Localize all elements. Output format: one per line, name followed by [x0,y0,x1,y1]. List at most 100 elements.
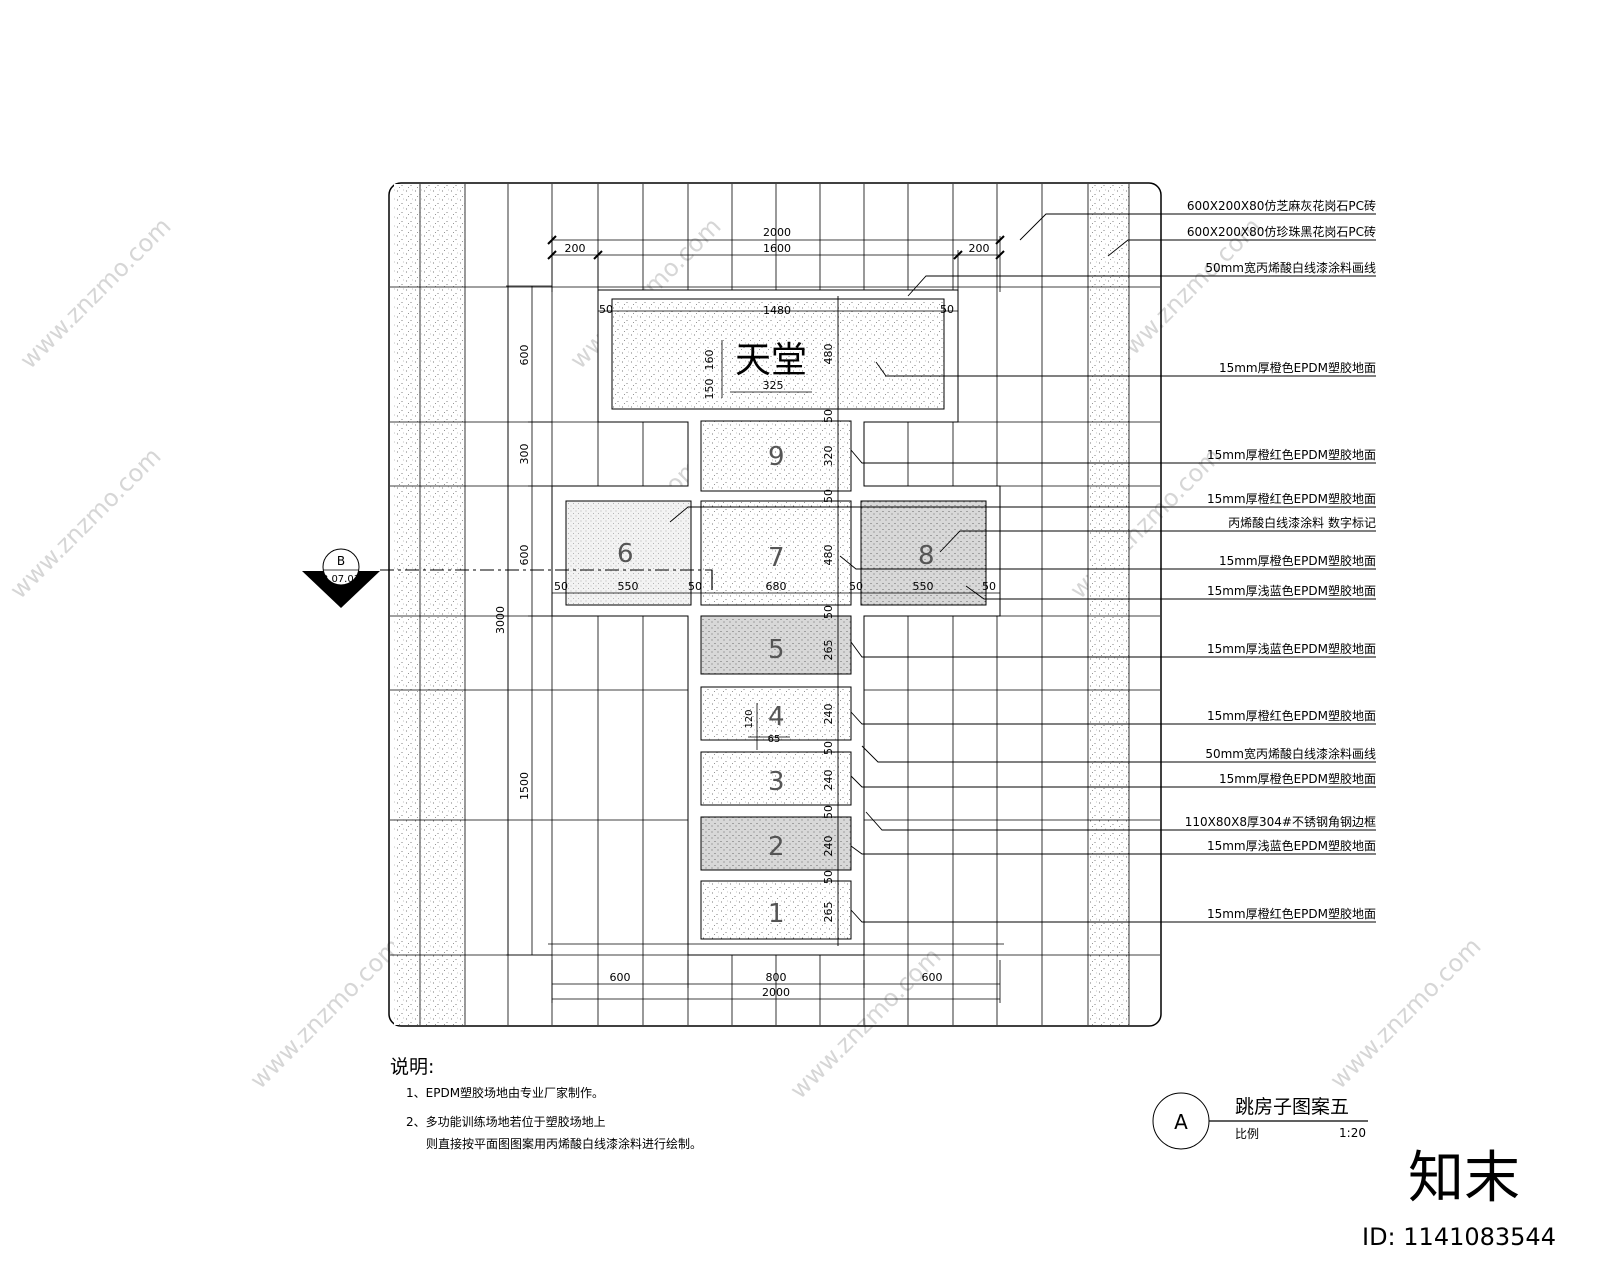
top-dimension-lines [548,236,1004,945]
dim-text-h2: 150 [703,379,716,400]
dim-small-120: 120 [744,709,755,728]
dim-left-300: 300 [518,444,531,465]
label-leader [875,361,1376,377]
dim-bot-right: 600 [922,971,943,984]
dim-head-h: 480 [822,344,835,365]
material-labels: 600X200X80仿芝麻灰花岗石PC砖 600X200X80仿珍珠黑花岗石PC… [1185,198,1376,921]
label-leader [907,275,1376,297]
box-3 [700,751,852,806]
label-light-blue-8: 15mm厚浅蓝色EPDM塑胶地面 [1207,583,1376,598]
box-7 [700,500,852,606]
notes-line-3: 则直接按平面图图案用丙烯酸白线漆涂料进行绘制。 [426,1136,702,1151]
label-orange-red-6: 15mm厚橙红色EPDM塑胶地面 [1207,491,1376,506]
watermark-site: www.znzmo.com [14,212,176,374]
box-8-number: 8 [918,541,935,571]
box-6 [565,500,692,606]
dim-gap-b: 50 [822,489,835,503]
dim-box2-h: 240 [822,836,835,857]
dim-mid-7: 50 [982,580,996,593]
dim-left-600b: 600 [518,545,531,566]
box-5-number: 5 [768,635,785,665]
dim-top-total: 2000 [763,226,791,239]
dim-left-3000: 3000 [494,606,507,634]
watermark-site: www.znzmo.com [244,932,406,1094]
dim-gap-e: 50 [822,805,835,819]
dim-small-65: 65 [768,734,781,745]
label-leader [839,555,1376,570]
label-leader [861,745,1376,763]
label-leader [965,585,1376,600]
label-leader [850,845,1376,855]
dim-box4-h: 240 [822,704,835,725]
notes-line-1: 1、EPDM塑胶场地由专业厂家制作。 [406,1085,604,1100]
dim-top-right: 200 [969,242,990,255]
dim-left-600a: 600 [518,345,531,366]
label-leader [850,775,1376,788]
box-1-number: 1 [768,899,785,929]
dim-mid-4: 680 [766,580,787,593]
dim-head-right: 50 [940,303,954,316]
dim-mid-5: 50 [849,580,863,593]
dim-top-mid: 1600 [763,242,791,255]
dim-gap-c: 50 [822,605,835,619]
notes-line-2: 2、多功能训练场地若位于塑胶场地上 [406,1114,606,1129]
title-text: 跳房子图案五 [1235,1096,1349,1118]
dim-mid-6: 550 [913,580,934,593]
label-leader [939,530,1376,553]
box-9-number: 9 [768,442,785,472]
notes-title: 说明: [390,1056,434,1078]
box-1 [700,880,852,940]
dim-bot-total: 2000 [762,986,790,999]
dim-top-left: 200 [565,242,586,255]
label-steel-frame: 110X80X8厚304#不锈钢角钢边框 [1185,815,1376,829]
label-orange-red-1: 15mm厚橙红色EPDM塑胶地面 [1207,906,1376,921]
watermark-site: www.znzmo.com [784,942,946,1104]
dim-bot-left: 600 [610,971,631,984]
box-6-number: 6 [617,539,634,569]
dim-left-1500: 1500 [518,772,531,800]
text-size-dim-lines [721,340,812,398]
label-leader [865,811,1376,831]
heaven-text: 天堂 [735,340,807,381]
dark-granite-strip-left [394,184,420,1025]
dim-box5-h: 265 [822,640,835,661]
dim-mid-3: 50 [688,580,702,593]
section-marker-ref: 3.07.03 [322,574,360,585]
label-leader [850,909,1376,923]
dim-text-w: 325 [763,379,784,392]
box-3-number: 3 [768,767,785,797]
box-4 [700,686,852,741]
section-marker-arrow [302,571,380,608]
label-granite-sesame: 600X200X80仿芝麻灰花岗石PC砖 [1187,198,1376,213]
label-orange-red-9: 15mm厚橙红色EPDM塑胶地面 [1207,447,1376,462]
label-orange-heaven: 15mm厚橙色EPDM塑胶地面 [1219,360,1376,375]
label-granite-pearl-black: 600X200X80仿珍珠黑花岗石PC砖 [1187,224,1376,239]
dark-granite-strip-right [1088,184,1129,1025]
box-2-number: 2 [768,832,785,862]
dim-mid-1: 50 [554,580,568,593]
number-size-dim-lines [748,703,790,750]
box-9 [700,420,852,492]
label-orange-red-4: 15mm厚橙红色EPDM塑胶地面 [1207,708,1376,723]
section-marker-circle [322,548,360,586]
label-number-marking: 丙烯酸白线漆涂料 数字标记 [1228,515,1376,530]
dim-gap-f: 50 [822,870,835,884]
dark-granite-strip-left-2 [420,184,465,1025]
box-2 [700,816,852,871]
scale-label: 比例 [1235,1127,1259,1141]
label-leader [850,641,1376,658]
label-light-blue-5: 15mm厚浅蓝色EPDM塑胶地面 [1207,641,1376,656]
dim-box9-h: 320 [822,446,835,467]
box-4-number: 4 [768,702,785,732]
label-orange-7: 15mm厚橙色EPDM塑胶地面 [1219,553,1376,568]
title-letter: A [1174,1110,1188,1134]
dim-row-h: 480 [822,545,835,566]
dim-box3-h: 240 [822,770,835,791]
label-leader [1107,239,1376,257]
box-7-number: 7 [768,543,785,573]
watermark-site: www.znzmo.com [4,442,166,604]
section-marker-letter: B [337,554,345,568]
label-white-line-top: 50mm宽丙烯酸白线漆涂料画线 [1205,260,1376,275]
bottom-dimension-lines [551,960,1001,1003]
